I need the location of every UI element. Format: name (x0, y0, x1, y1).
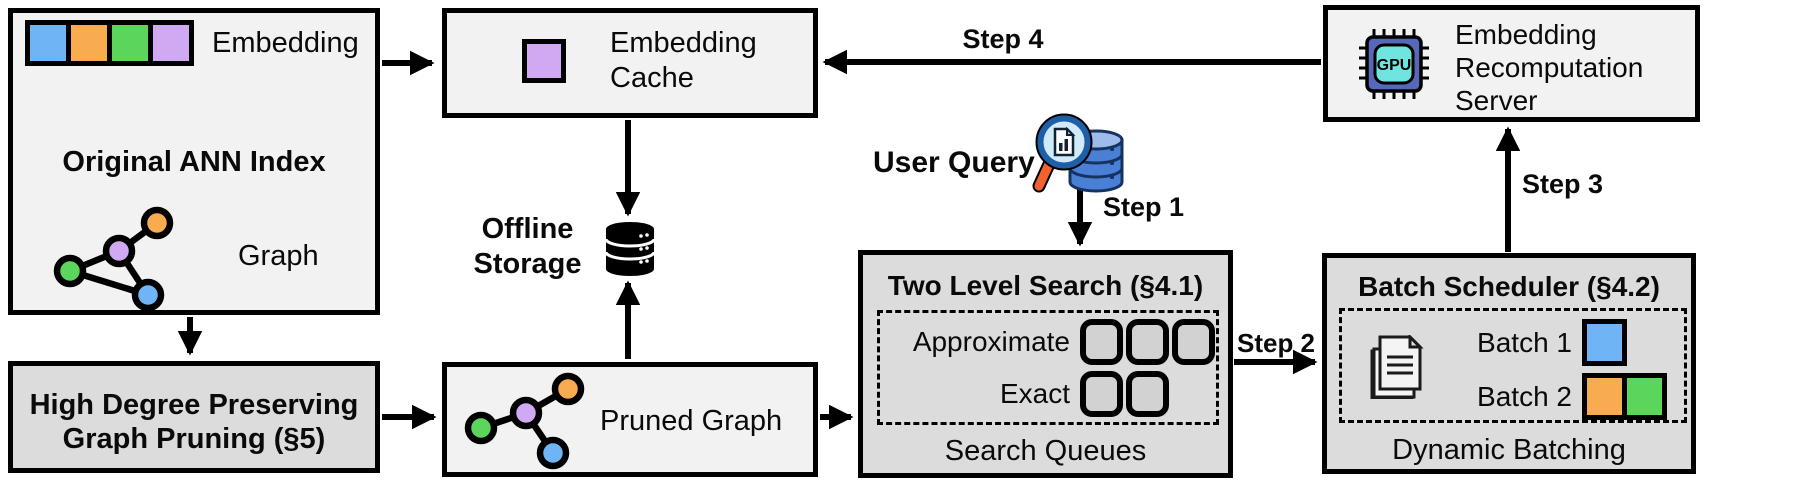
step1-label: Step 1 (1103, 192, 1185, 222)
recomputation-server-box: GPU Embedding Recomputation Server (1323, 5, 1700, 122)
cached-embedding-icon (522, 39, 566, 83)
user-query-icon (1032, 113, 1124, 193)
queue-slot (1172, 319, 1215, 365)
graph-pruning-title: High Degree Preserving Graph Pruning (§5… (29, 389, 359, 455)
offline-storage-db-icon (604, 222, 656, 276)
queue-slot (1080, 371, 1123, 417)
approximate-queue-row: Approximate (890, 319, 1215, 365)
dynamic-batching-panel: Batch 1 Batch 2 (1339, 308, 1687, 423)
exact-slots (1080, 371, 1169, 417)
embedding-cell-green (112, 25, 148, 61)
user-query-label: User Query (873, 146, 1035, 179)
recomputation-server-label: Embedding Recomputation Server (1455, 19, 1644, 116)
step4-label: Step 4 (962, 24, 1044, 54)
pruned-graph-label: Pruned Graph (600, 405, 783, 437)
batch2-cell-green (1627, 378, 1662, 415)
search-queues-caption: Search Queues (944, 435, 1147, 467)
original-graph-icon (53, 206, 174, 312)
queue-slot (1126, 319, 1169, 365)
step2-label: Step 2 (1236, 328, 1316, 358)
queue-slot (1080, 319, 1123, 365)
exact-label: Exact (999, 378, 1070, 409)
approximate-slots (1080, 319, 1215, 365)
exact-queue-row: Exact (890, 371, 1169, 417)
embedding-vector-icon (25, 20, 194, 66)
batch1-row: Batch 1 (1462, 319, 1627, 366)
offline-storage-label: Offline Storage (473, 213, 582, 280)
pruned-graph-box: Pruned Graph (442, 362, 818, 477)
queue-slot (1126, 371, 1169, 417)
batch2-cell-orange (1587, 378, 1622, 415)
pruned-graph-icon (464, 372, 585, 470)
gpu-chip-label: GPU (1377, 57, 1412, 74)
gpu-chip-icon: GPU (1359, 29, 1429, 99)
step3-label: Step 3 (1522, 169, 1604, 199)
approximate-label: Approximate (912, 326, 1070, 357)
batch2-strip (1582, 373, 1667, 420)
embedding-cell-blue (30, 25, 66, 61)
two-level-search-title: Two Level Search (§4.1) (887, 270, 1204, 301)
graph-pruning-box: High Degree Preserving Graph Pruning (§5… (8, 361, 380, 473)
batch-scheduler-title: Batch Scheduler (§4.2) (1358, 271, 1660, 302)
batch-scheduler-box: Batch Scheduler (§4.2) Batch 1 (1322, 253, 1696, 474)
embedding-cache-box: Embedding Cache (442, 8, 818, 118)
two-level-search-box: Two Level Search (§4.1) Approximate Exac… (858, 250, 1233, 478)
original-ann-index-title: Original ANN Index (62, 146, 326, 178)
embedding-cell-purple (153, 25, 189, 61)
embedding-cell-orange (71, 25, 107, 61)
search-queues-panel: Approximate Exact (877, 310, 1219, 425)
batch1-cell-blue (1587, 324, 1622, 361)
embedding-cache-label: Embedding Cache (610, 27, 757, 94)
batch2-label: Batch 2 (1477, 380, 1572, 412)
batch2-row: Batch 2 (1462, 373, 1667, 420)
embedding-label: Embedding (212, 27, 359, 59)
dynamic-batching-caption: Dynamic Batching (1392, 434, 1626, 466)
graph-label: Graph (238, 240, 319, 272)
documents-icon (1370, 335, 1424, 399)
original-ann-index-box: Embedding Original ANN Index Graph (8, 8, 380, 315)
batch1-label: Batch 1 (1477, 326, 1572, 358)
batch1-strip (1582, 319, 1627, 366)
